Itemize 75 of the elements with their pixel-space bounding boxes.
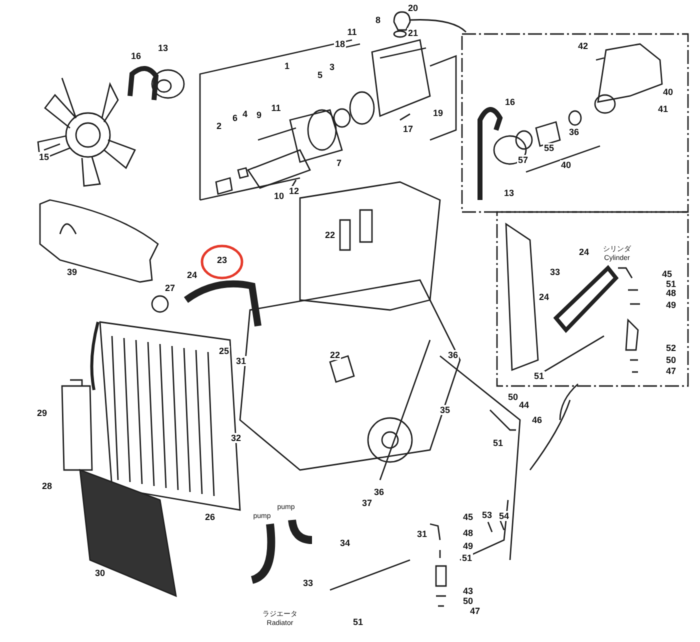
callout-number: 52: [665, 343, 677, 353]
callout-number: 13: [157, 43, 169, 53]
callout-number: 7: [336, 158, 342, 168]
callout-number: 41: [657, 104, 669, 114]
callout-number: 51: [665, 279, 677, 289]
callout-number: 25: [218, 346, 230, 356]
callout-number: 51: [352, 617, 364, 627]
callout-number: 50: [665, 355, 677, 365]
callout-number: 47: [469, 606, 481, 616]
callout-number: 24: [538, 292, 550, 302]
callout-number: 31: [235, 356, 247, 366]
callout-number: 49: [462, 541, 474, 551]
callout-number: 11: [346, 27, 358, 37]
callout-number: 30: [94, 568, 106, 578]
callout-number: 34: [339, 538, 351, 548]
callout-number: 18: [334, 39, 346, 49]
callout-number: 51: [492, 438, 504, 448]
callout-number: 20: [407, 3, 419, 13]
callout-number: 49: [665, 300, 677, 310]
callout-number: 50: [507, 392, 519, 402]
callout-number: 24: [186, 270, 198, 280]
callout-number: 43: [462, 586, 474, 596]
callout-number: 27: [164, 283, 176, 293]
callout-number: 37: [361, 498, 373, 508]
callout-number: 50: [462, 596, 474, 606]
callout-number: 51: [533, 371, 545, 381]
callout-number: 54: [498, 511, 510, 521]
callout-number: 28: [41, 481, 53, 491]
callout-number: 29: [36, 408, 48, 418]
callout-number: 9: [256, 110, 262, 120]
callout-number: 36: [568, 127, 580, 137]
callout-number: 32: [230, 433, 242, 443]
callout-number: 16: [504, 97, 516, 107]
callout-number: 39: [66, 267, 78, 277]
callout-number: 16: [130, 51, 142, 61]
callout-number: 42: [577, 41, 589, 51]
callout-number: 22: [329, 350, 341, 360]
callout-number: 11: [270, 103, 282, 113]
callout-number: 33: [302, 578, 314, 588]
callout-number: 23: [216, 255, 228, 265]
callout-number: 51: [461, 553, 473, 563]
callout-number: 48: [462, 528, 474, 538]
callout-number: 46: [531, 415, 543, 425]
callout-number: 19: [432, 108, 444, 118]
callout-number: 8: [374, 15, 382, 25]
callout-number: 13: [503, 188, 515, 198]
callout-number: 5: [316, 70, 324, 80]
callout-number: 6: [232, 113, 238, 123]
callout-number: 35: [439, 405, 451, 415]
callout-number: 22: [324, 230, 336, 240]
callout-number: 40: [662, 87, 674, 97]
callout-number: 57: [517, 155, 529, 165]
callout-number: 53: [481, 510, 493, 520]
callout-number: 40: [560, 160, 572, 170]
callout-number: 12: [288, 186, 300, 196]
callout-number: 45: [661, 269, 673, 279]
callout-number: 15: [38, 152, 50, 162]
callout-number: 48: [665, 288, 677, 298]
callout-number: 10: [273, 191, 285, 201]
callout-number: 45: [462, 512, 474, 522]
callout-number: 21: [407, 28, 419, 38]
callout-number: 17: [402, 124, 414, 134]
callout-number: 36: [447, 350, 459, 360]
callout-number: 55: [543, 143, 555, 153]
callout-number: 4: [242, 109, 248, 119]
callout-number: 33: [549, 267, 561, 277]
callout-number: 47: [665, 366, 677, 376]
callout-number: 31: [416, 529, 428, 539]
callout-number: 26: [204, 512, 216, 522]
callout-number: 44: [518, 400, 530, 410]
callout-number: 3: [328, 62, 336, 72]
callout-number: 24: [578, 247, 590, 257]
callout-number: 2: [216, 121, 222, 131]
callout-number: 36: [373, 487, 385, 497]
callout-number: 1: [284, 61, 290, 71]
